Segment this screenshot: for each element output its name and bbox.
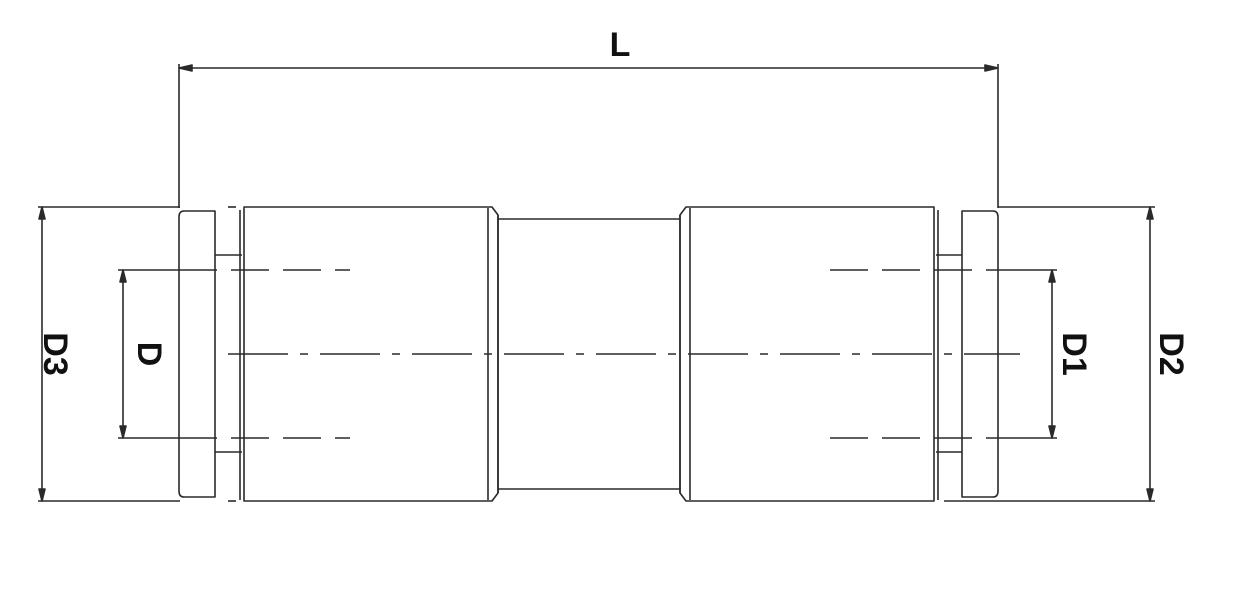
left-collet-ring [178,210,216,498]
left-collet-stem [215,210,242,500]
label-d3: D3 [36,332,74,375]
dimension-d1 [998,269,1057,439]
hidden-bore-lines [179,269,998,439]
dimension-l [178,64,999,208]
right-collet-ring [961,210,999,498]
right-collet-stem [936,210,962,500]
label-d: D [130,342,168,367]
label-d2: D2 [1152,332,1190,375]
label-d1: D1 [1055,332,1093,375]
right-body [679,206,935,502]
label-l: L [610,26,631,64]
dimension-d3 [38,206,236,502]
dimension-d [118,269,179,439]
dimension-d2 [944,206,1155,502]
middle-neck [498,218,680,490]
